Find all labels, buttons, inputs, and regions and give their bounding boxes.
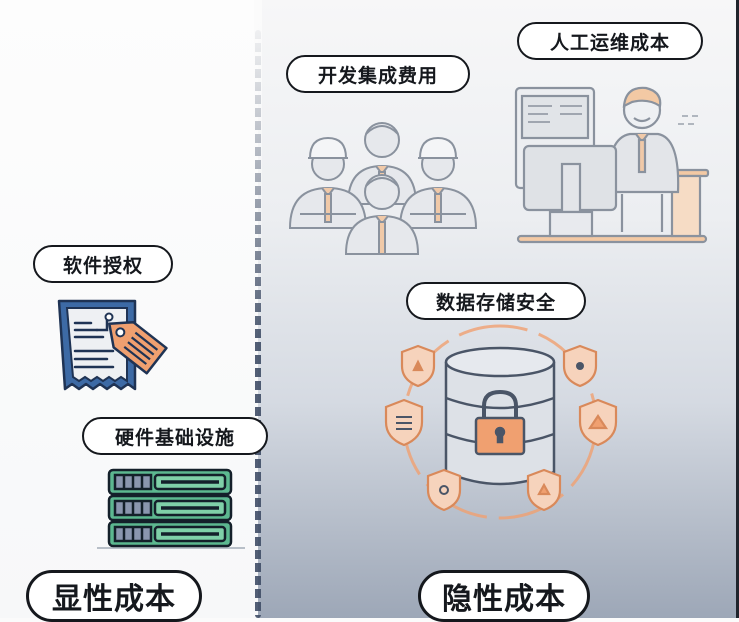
label-hardware-infrastructure: 硬件基础设施: [82, 417, 268, 455]
server-rack-icon: [97, 468, 245, 549]
developer-team-icon: [288, 122, 478, 255]
label-data-storage-security: 数据存储安全: [406, 282, 586, 320]
label-dev-integration-cost: 开发集成费用: [286, 55, 470, 93]
section-title-hidden-cost: 隐性成本: [418, 570, 590, 622]
divider-fade: [254, 0, 262, 618]
label-manual-ops-cost: 人工运维成本: [517, 22, 703, 60]
right-edge-border: [736, 0, 739, 618]
section-title-explicit-cost: 显性成本: [26, 570, 202, 622]
license-document-tag-icon: [57, 299, 168, 391]
secure-database-shields-icon: [384, 324, 618, 520]
operator-at-desk-icon: [514, 86, 710, 244]
label-software-license: 软件授权: [33, 245, 173, 283]
